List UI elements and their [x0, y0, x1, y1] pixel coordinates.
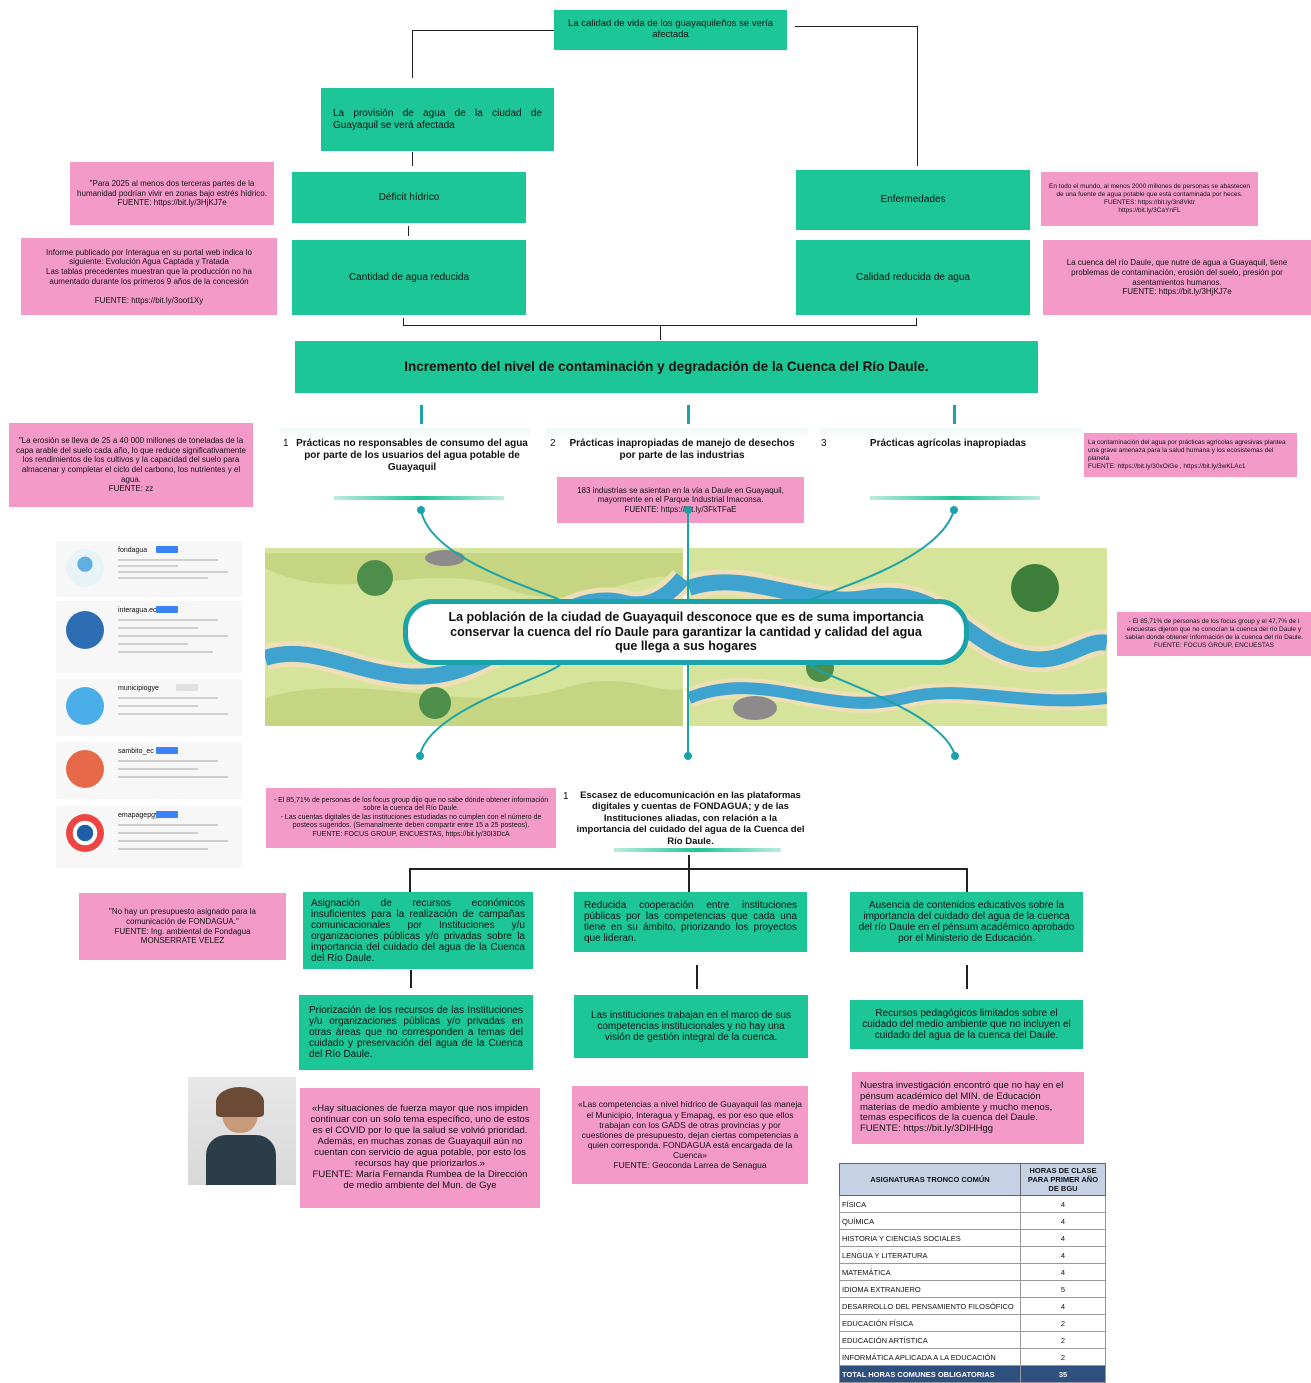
instagram-profile-municipio: municipiogye: [56, 679, 242, 736]
effect-calidad: Calidad reducida de agua: [796, 240, 1030, 315]
sub-root-1: Priorización de los recursos de las Inst…: [299, 995, 533, 1070]
subject-cell: DESARROLLO DEL PENSAMIENTO FILOSÓFICO: [839, 1297, 1021, 1315]
hours-cell: 4: [1020, 1212, 1106, 1230]
note-erosion: "La erosión se lleva de 25 a 40 000 mill…: [9, 423, 253, 507]
central-problem: La población de la ciudad de Guayaquil d…: [403, 599, 969, 665]
table-header-hours: HORAS DE CLASE PARA PRIMER AÑO DE BGU: [1020, 1163, 1106, 1196]
subject-cell: INFORMÁTICA APLICADA A LA EDUCACIÓN: [839, 1348, 1021, 1366]
cause-2: Prácticas inapropiadas de manejo de dese…: [569, 438, 795, 461]
sub-cause: Escasez de educomunicación en las plataf…: [576, 790, 805, 847]
effect-enfermedades: Enfermedades: [796, 170, 1030, 230]
root-cause-2: Reducida cooperación entre instituciones…: [574, 892, 807, 952]
hours-cell: 4: [1020, 1195, 1106, 1213]
person-photo: [188, 1077, 296, 1185]
cause-1: Prácticas no responsables de consumo del…: [296, 438, 528, 473]
note-competencias: «Las competencias a nivel hídrico de Gua…: [572, 1086, 808, 1184]
sub-root-2: Las instituciones trabajan en el marco d…: [574, 995, 808, 1058]
subject-cell: IDIOMA EXTRANJERO: [839, 1280, 1021, 1298]
subject-cell: MATEMÁTICA: [839, 1263, 1021, 1281]
hours-cell: 2: [1020, 1314, 1106, 1332]
subject-cell: EDUCACIÓN FÍSICA: [839, 1314, 1021, 1332]
hours-cell: 4: [1020, 1297, 1106, 1315]
main-problem: Incremento del nivel de contaminación y …: [295, 341, 1038, 393]
note-daule: La cuenca del río Daule, que nutre de ag…: [1043, 240, 1311, 315]
note-pensum: Nuestra investigación encontró que no ha…: [852, 1072, 1084, 1144]
note-deficit: "Para 2025 al menos dos terceras partes …: [70, 162, 274, 225]
effect-provision: La provisión de agua de la ciudad de Gua…: [321, 88, 554, 151]
total-label: TOTAL HORAS COMUNES OBLIGATORIAS: [839, 1365, 1021, 1383]
subject-cell: QUÍMICA: [839, 1212, 1021, 1230]
effect-cantidad: Cantidad de agua reducida: [292, 240, 526, 315]
sub-root-3: Recursos pedagógicos limitados sobre el …: [850, 1000, 1083, 1049]
note-quote: «Hay situaciones de fuerza mayor que nos…: [300, 1088, 540, 1208]
effect-top: La calidad de vida de los guayaquileños …: [554, 10, 787, 50]
note-focus-left: - El 85,71% de personas de los focus gro…: [266, 788, 556, 848]
cause-1-number: 1: [283, 438, 289, 449]
cause-3-number: 3: [821, 438, 827, 449]
hours-cell: 2: [1020, 1348, 1106, 1366]
sub-cause-number: 1: [563, 791, 569, 802]
instagram-profile-interagua: interagua.ec: [56, 601, 242, 673]
note-enfermedades: En todo el mundo, al menos 2000 millones…: [1041, 172, 1258, 226]
table-header-subject: ASIGNATURAS TRONCO COMÚN: [839, 1163, 1021, 1196]
hours-cell: 4: [1020, 1246, 1106, 1264]
hours-cell: 4: [1020, 1229, 1106, 1247]
hours-cell: 2: [1020, 1331, 1106, 1349]
root-cause-3: Ausencia de contenidos educativos sobre …: [850, 892, 1083, 952]
subject-cell: HISTORIA Y CIENCIAS SOCIALES: [839, 1229, 1021, 1247]
cause-3: Prácticas agrícolas inapropiadas: [869, 438, 1027, 449]
total-hours: 35: [1020, 1365, 1106, 1383]
note-focus-right: - El 85,71% de personas de los focus gro…: [1117, 612, 1311, 656]
cause-2-number: 2: [550, 438, 556, 449]
subject-cell: EDUCACIÓN ARTÍSTICA: [839, 1331, 1021, 1349]
hours-cell: 4: [1020, 1263, 1106, 1281]
root-cause-1: Asignación de recursos económicos insufi…: [303, 892, 533, 969]
subject-cell: LENGUA Y LITERATURA: [839, 1246, 1021, 1264]
hours-cell: 5: [1020, 1280, 1106, 1298]
note-presupuesto: "No hay un presupuesto asignado para la …: [79, 893, 286, 960]
instagram-profile-sambito: sambito_ec: [56, 742, 242, 799]
subject-cell: FÍSICA: [839, 1195, 1021, 1213]
note-agricola: La contaminación del agua por prácticas …: [1084, 433, 1297, 477]
instagram-profile-emapag: emapagepgye: [56, 806, 242, 868]
note-interagua: Informe publicado por Interagua en su po…: [21, 238, 277, 315]
note-industrias: 183 industrias se asientan en la vía a D…: [557, 477, 804, 523]
instagram-profile-fondagua: fondagua: [56, 541, 242, 597]
effect-deficit: Déficit hídrico: [292, 172, 526, 223]
